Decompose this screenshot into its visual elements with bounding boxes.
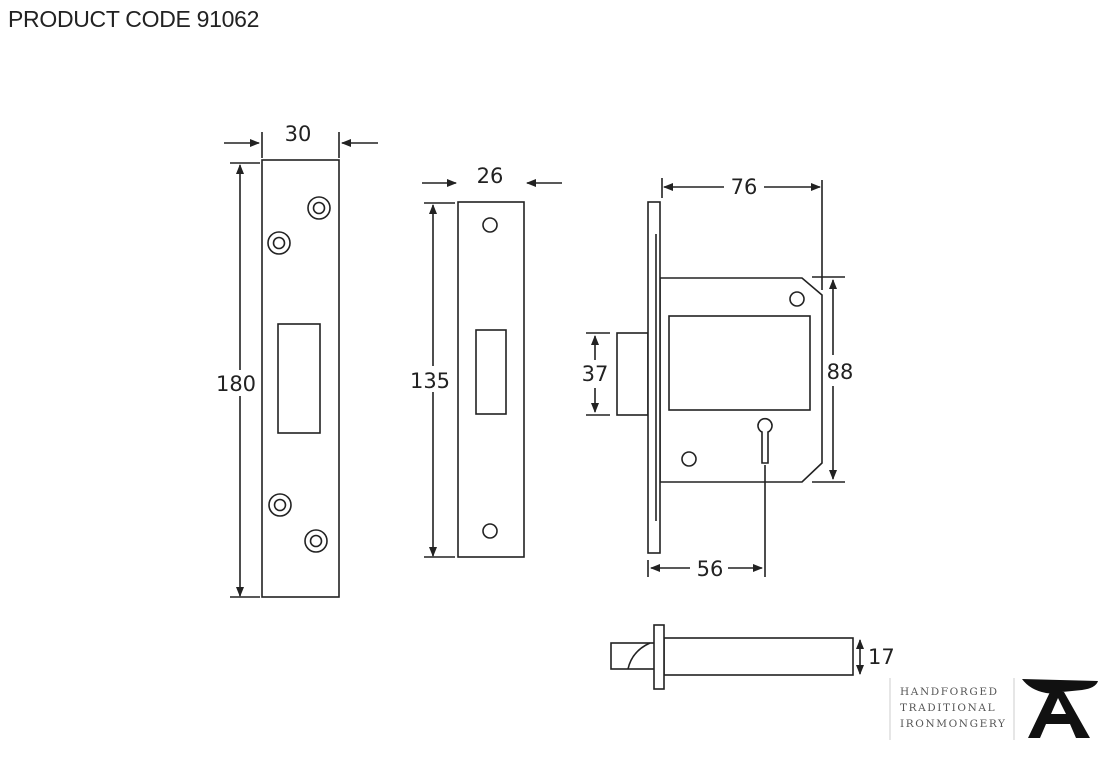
dim-label-26: 26: [477, 164, 504, 188]
bolt-top-view: [610, 624, 864, 690]
screw-hole-icon: [304, 529, 328, 553]
striking-plate: [457, 201, 525, 558]
screw-hole-icon: [482, 523, 498, 539]
screw-hole-icon: [307, 196, 331, 220]
lock-case: [616, 201, 823, 554]
dim-label-180: 180: [216, 372, 256, 396]
dim-label-135: 135: [410, 369, 450, 393]
dimension-forend-width: [224, 132, 378, 158]
anvil-icon: [1022, 679, 1098, 738]
keyhole-icon: [757, 417, 773, 464]
dim-label-76: 76: [731, 175, 758, 199]
dim-label-88: 88: [827, 360, 854, 384]
fixing-hole-icon: [681, 451, 697, 467]
dimension-backset: [647, 465, 766, 577]
keep-bolt-slot: [475, 329, 507, 415]
dim-label-56: 56: [697, 557, 724, 581]
logo-line-1: HANDFORGED: [900, 686, 999, 698]
deadbolt: [616, 332, 649, 416]
dimension-case-height: [812, 276, 845, 483]
lock-body: [659, 277, 823, 483]
dim-label-37: 37: [582, 362, 609, 386]
dimension-case-depth: [661, 178, 823, 290]
dim-label-30: 30: [285, 122, 312, 146]
logo-line-2: TRADITIONAL: [900, 702, 996, 714]
fixing-hole-icon: [789, 291, 805, 307]
case-window: [668, 315, 811, 411]
bolt-body: [663, 637, 854, 676]
dim-label-17: 17: [868, 645, 895, 669]
product-code-title: PRODUCT CODE 91062: [8, 6, 260, 32]
dimension-forend-height: [230, 162, 260, 598]
forend-edge: [647, 201, 661, 554]
dimension-keep-height: [424, 202, 455, 558]
brand-logo: HANDFORGED TRADITIONAL IRONMONGERY: [889, 678, 1098, 740]
screw-hole-icon: [267, 231, 291, 255]
forend-bolt-slot: [277, 323, 321, 434]
logo-line-3: IRONMONGERY: [900, 718, 1007, 730]
forend-plate: [261, 159, 340, 598]
bolt-flange: [653, 624, 665, 690]
dimension-bolt-height: [586, 332, 610, 416]
screw-hole-icon: [482, 217, 498, 233]
screw-hole-icon: [268, 493, 292, 517]
